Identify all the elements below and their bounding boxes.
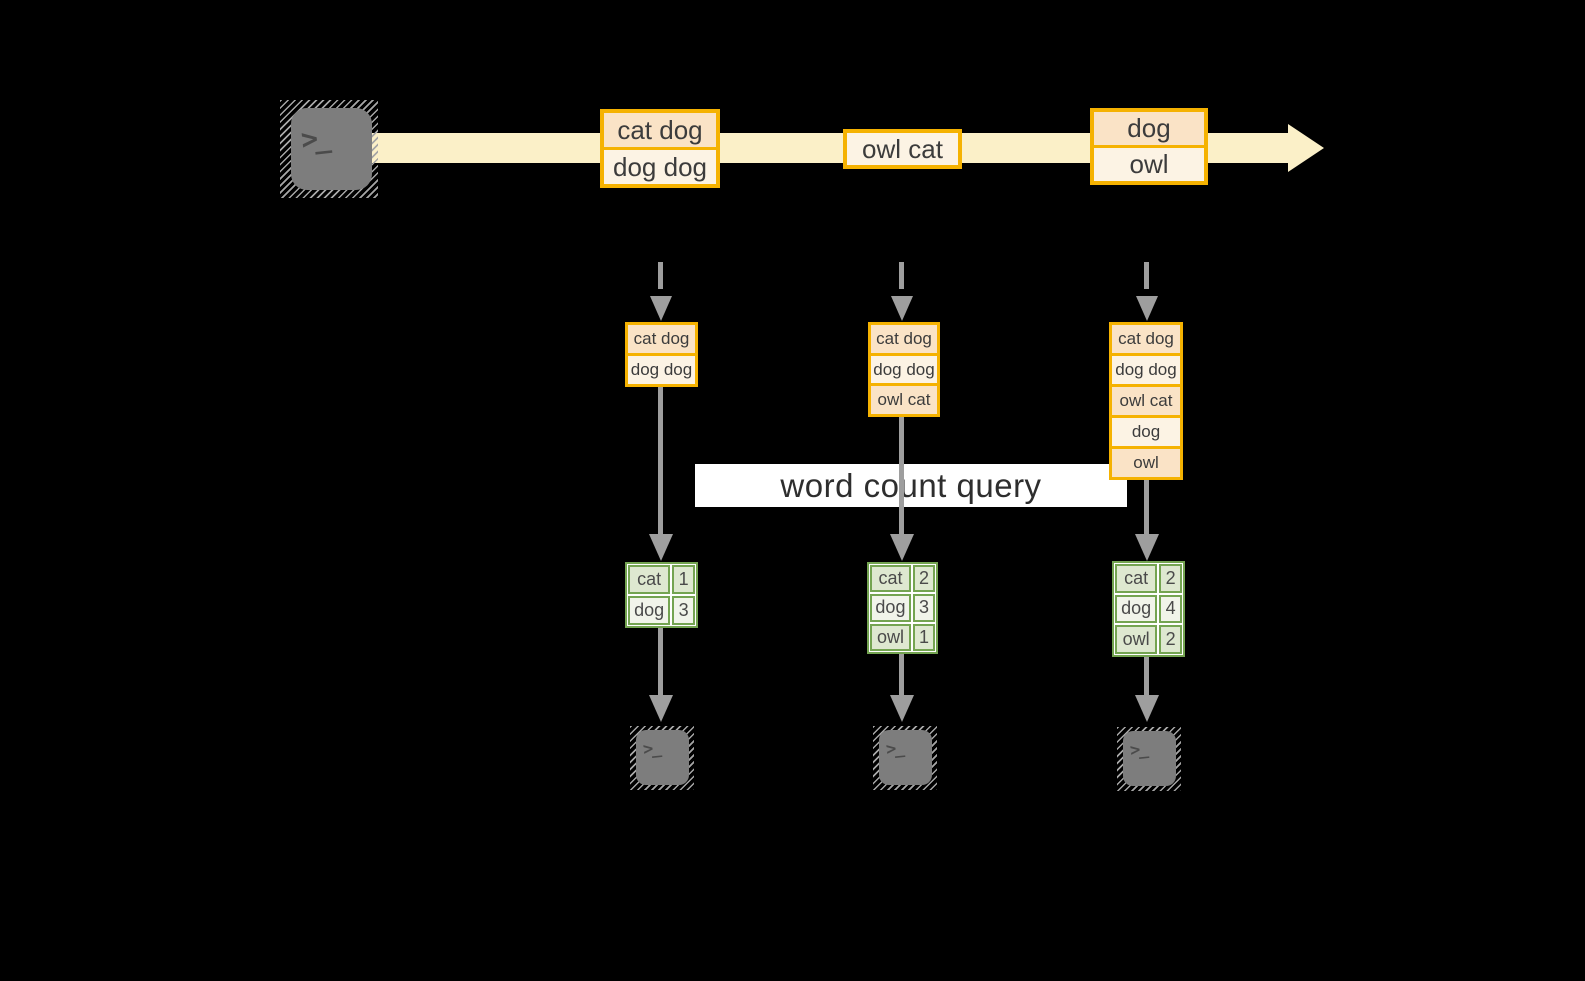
count-value-cell: 3: [912, 594, 935, 622]
query-banner-label: word count query: [780, 466, 1042, 504]
count-value-cell: 2: [912, 565, 935, 593]
terminal-screen: >_: [879, 730, 932, 785]
record-buffer-stack-2: cat dog dog dog owl cat: [868, 322, 940, 417]
stream-event-label: owl: [1094, 148, 1204, 181]
stream-event-box-1: cat dog dog dog: [600, 109, 720, 188]
sink-terminal-icon-1: >_: [630, 726, 694, 790]
count-value-cell: 3: [672, 596, 695, 625]
buffered-record-label: cat dog: [871, 325, 937, 353]
terminal-prompt-glyph: >_: [299, 120, 329, 157]
buffered-record-label: dog dog: [871, 355, 937, 384]
flow-arrow-line-3: [1144, 474, 1149, 534]
sink-terminal-icon-3: >_: [1117, 727, 1181, 791]
dashed-arrowhead-icon-2: [891, 296, 913, 321]
buffered-record-label: dog dog: [1112, 356, 1180, 384]
dashed-arrow-segment-1: [658, 262, 663, 289]
count-word-cell: dog: [870, 594, 911, 622]
flow-arrow-line-2: [899, 411, 904, 534]
count-table-3: cat 2 dog 4 owl 2: [1112, 561, 1185, 657]
flow-arrowhead-icon-1: [649, 534, 673, 561]
count-word-cell: cat: [870, 565, 911, 593]
count-value-cell: 1: [672, 565, 695, 594]
count-word-cell: dog: [1115, 594, 1158, 624]
stream-event-label: dog: [1094, 112, 1204, 145]
sink-arrow-line-1: [658, 628, 663, 695]
stream-event-label: cat dog: [604, 113, 716, 147]
count-table-1: cat 1 dog 3: [625, 562, 698, 628]
buffered-record-label: dog: [1112, 418, 1180, 446]
source-terminal-icon: >_: [280, 100, 378, 198]
record-buffer-stack-3: cat dog dog dog owl cat dog owl: [1109, 322, 1183, 480]
terminal-prompt-glyph: >_: [641, 738, 661, 760]
dashed-arrowhead-icon-3: [1136, 296, 1158, 321]
buffered-record-label: cat dog: [628, 325, 695, 353]
buffered-record-label: owl cat: [871, 386, 937, 415]
stream-event-label: owl cat: [847, 133, 958, 165]
stream-event-box-3: dog owl: [1090, 108, 1208, 185]
sink-arrowhead-icon-3: [1135, 695, 1159, 722]
sink-arrowhead-icon-2: [890, 695, 914, 722]
flow-arrow-line-1: [658, 381, 663, 534]
buffered-record-label: dog dog: [628, 356, 695, 384]
terminal-prompt-glyph: >_: [884, 738, 904, 760]
count-word-cell: owl: [870, 623, 911, 651]
buffered-record-label: owl cat: [1112, 387, 1180, 415]
count-value-cell: 1: [912, 623, 935, 651]
count-value-cell: 2: [1159, 564, 1182, 593]
dashed-arrow-segment-2: [899, 262, 904, 289]
stream-event-label: dog dog: [604, 150, 716, 184]
sink-arrowhead-icon-1: [649, 695, 673, 722]
flow-arrowhead-icon-2: [890, 534, 914, 561]
terminal-screen: >_: [291, 108, 372, 190]
buffered-record-label: cat dog: [1112, 325, 1180, 353]
stream-arrowhead-icon: [1288, 124, 1324, 172]
count-value-cell: 4: [1159, 594, 1182, 624]
count-value-cell: 2: [1159, 625, 1182, 654]
dashed-arrow-segment-3: [1144, 262, 1149, 289]
query-banner: word count query: [695, 464, 1127, 507]
dashed-arrowhead-icon-1: [650, 296, 672, 321]
sink-terminal-icon-2: >_: [873, 726, 937, 790]
count-word-cell: cat: [628, 565, 671, 594]
record-buffer-stack-1: cat dog dog dog: [625, 322, 698, 387]
count-table-2: cat 2 dog 3 owl 1: [867, 562, 938, 654]
flow-arrowhead-icon-3: [1135, 534, 1159, 561]
count-word-cell: owl: [1115, 625, 1158, 654]
count-word-cell: dog: [628, 596, 671, 625]
sink-arrow-line-3: [1144, 657, 1149, 695]
terminal-screen: >_: [1123, 731, 1176, 786]
sink-arrow-line-2: [899, 654, 904, 695]
terminal-screen: >_: [636, 730, 689, 785]
terminal-prompt-glyph: >_: [1128, 739, 1148, 761]
stream-event-box-2: owl cat: [843, 129, 962, 169]
buffered-record-label: owl: [1112, 449, 1180, 477]
count-word-cell: cat: [1115, 564, 1158, 593]
